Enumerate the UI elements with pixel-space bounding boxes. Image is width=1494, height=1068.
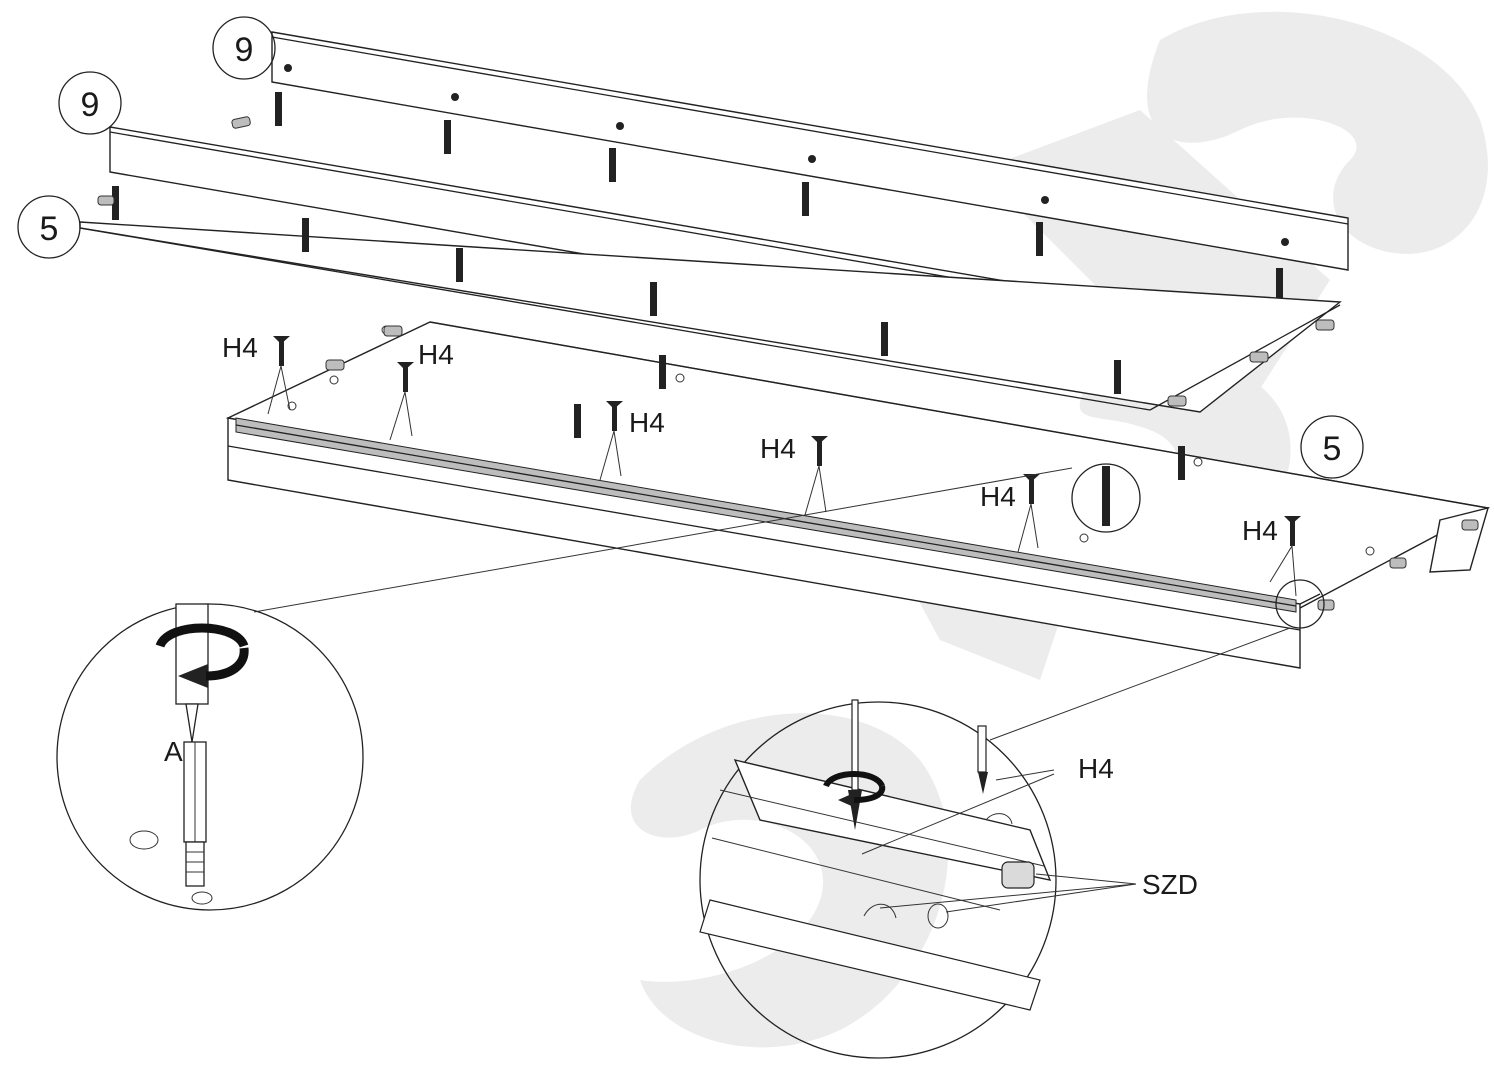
screw-h4-2: [389, 362, 414, 441]
screws-h4: [267, 336, 1301, 597]
part-label-5-left: 5: [17, 195, 81, 259]
part-label-9-top: 9: [212, 16, 276, 80]
screw-h4-6: [1269, 516, 1301, 597]
screw-label-h4: H4: [222, 332, 258, 363]
zoom-circle-small: [253, 463, 1141, 613]
part-number-text: 9: [81, 86, 100, 124]
leader-right-detail: [989, 627, 1291, 741]
dowels-upper: [275, 92, 1283, 302]
screw-h4-4: [804, 436, 828, 516]
screw-label-h4: H4: [760, 433, 796, 464]
screw-label-h4: H4: [1242, 515, 1278, 546]
bottom-rail: [227, 417, 1321, 669]
part-number-text: 5: [40, 210, 59, 248]
part-number-text: 9: [235, 31, 254, 69]
detail-left: [56, 603, 364, 911]
detail-right-label-h4: H4: [1078, 753, 1114, 784]
part-label-5-right: 5: [1300, 415, 1364, 479]
board-9-top: [271, 31, 1349, 271]
detail-right: [699, 699, 1137, 1059]
detail-right-label-szd: SZD: [1142, 869, 1198, 900]
screw-label-h4: H4: [629, 407, 665, 438]
part-label-9-second: 9: [58, 71, 122, 135]
part-number-text: 5: [1323, 430, 1342, 468]
screw-h4-3: [599, 401, 623, 481]
screw-label-h4: H4: [980, 481, 1016, 512]
detail-left-label-a: A: [164, 736, 183, 767]
screw-h4-1: [267, 336, 291, 415]
rail-end-circle: [1275, 579, 1325, 629]
screw-label-h4: H4: [418, 339, 454, 370]
